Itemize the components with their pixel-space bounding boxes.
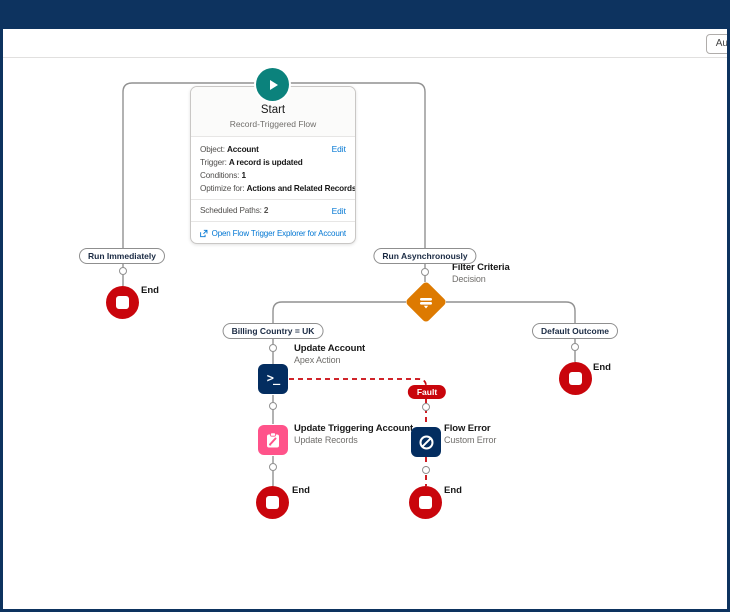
object-value: Account <box>227 145 259 154</box>
add-element-dot[interactable] <box>269 344 277 352</box>
path-label-run-asynchronously: Run Asynchronously <box>373 248 477 264</box>
start-node-button[interactable] <box>256 68 289 101</box>
apex-name: Update Account <box>294 343 366 354</box>
decision-node-filter-criteria[interactable] <box>404 280 448 324</box>
connector-decision-right <box>446 301 576 323</box>
edit-trigger-link[interactable]: Edit <box>331 144 346 154</box>
scheduled-paths-value: 2 <box>263 206 269 215</box>
app-header-bar <box>0 0 730 29</box>
ban-icon <box>419 435 433 449</box>
update-records-name: Update Triggering Account <box>294 423 414 434</box>
trigger-row: Trigger: A record is updated <box>200 156 346 169</box>
flow-toolbar: Au <box>0 29 730 58</box>
end-node-label: End <box>593 362 611 373</box>
conditions-value: 1 <box>241 171 246 180</box>
end-node-label: End <box>141 285 159 296</box>
record-update-icon <box>267 431 279 447</box>
path-label-default-outcome: Default Outcome <box>531 323 619 339</box>
conditions-label: Conditions: <box>200 171 240 180</box>
add-element-dot[interactable] <box>269 463 277 471</box>
optimize-row: Optimize for: Actions and Related Record… <box>200 182 355 195</box>
end-icon <box>419 496 432 509</box>
apex-type: Apex Action <box>294 355 341 365</box>
add-element-dot[interactable] <box>571 343 579 351</box>
end-node[interactable] <box>409 486 442 519</box>
edit-scheduled-paths-link[interactable]: Edit <box>331 206 346 216</box>
custom-error-name: Flow Error <box>444 423 491 434</box>
start-subtitle: Record-Triggered Flow <box>229 119 317 129</box>
play-icon <box>269 79 278 90</box>
optimize-label: Optimize for: <box>200 184 245 193</box>
element-label-custom-error: Flow Error Custom Error <box>444 423 496 445</box>
optimize-value: Actions and Related Records <box>246 184 356 193</box>
add-element-dot[interactable] <box>269 402 277 410</box>
decision-type: Decision <box>452 274 486 284</box>
conditions-row: Conditions: 1 <box>200 169 346 182</box>
end-node[interactable] <box>559 362 592 395</box>
end-icon <box>266 496 279 509</box>
object-row: Object: Account Edit <box>200 143 346 156</box>
add-element-dot[interactable] <box>421 268 429 276</box>
start-node-card[interactable]: Start Record-Triggered Flow Object: Acco… <box>190 86 356 244</box>
custom-error-type: Custom Error <box>444 435 497 445</box>
path-label-run-immediately: Run Immediately <box>78 248 166 264</box>
connector-decision-left <box>272 301 406 323</box>
trigger-label: Trigger: <box>200 158 227 167</box>
decision-icon <box>418 294 434 310</box>
path-label-fault: Fault <box>407 385 447 399</box>
end-icon <box>569 372 582 385</box>
end-node-label: End <box>444 485 462 496</box>
start-title: Start <box>260 104 286 116</box>
scheduled-paths-label: Scheduled Paths: <box>200 206 262 215</box>
object-label: Object: <box>200 145 225 154</box>
end-icon <box>116 296 129 309</box>
end-node[interactable] <box>106 286 139 319</box>
end-node[interactable] <box>256 486 289 519</box>
element-label-apex: Update Account Apex Action <box>294 343 365 365</box>
custom-error-node[interactable] <box>411 427 441 457</box>
start-trigger-details: Object: Account Edit Trigger: A record i… <box>191 137 355 199</box>
flow-trigger-explorer-link[interactable]: Open Flow Trigger Explorer for Account <box>191 221 355 243</box>
add-element-dot[interactable] <box>119 267 127 275</box>
auto-layout-button[interactable]: Au <box>705 34 730 54</box>
path-label-billing-country: Billing Country = UK <box>222 323 324 339</box>
element-label-update-records: Update Triggering Account Update Records <box>294 423 413 445</box>
apex-action-node[interactable]: >_ <box>258 364 288 394</box>
external-link-icon <box>200 229 208 238</box>
scheduled-paths-row: Scheduled Paths: 2 Edit <box>191 199 355 221</box>
fault-connector-horizontal <box>289 378 427 387</box>
add-element-dot[interactable] <box>422 403 430 411</box>
flow-trigger-explorer-label: Open Flow Trigger Explorer for Account <box>211 229 347 238</box>
terminal-icon: >_ <box>266 371 280 385</box>
trigger-value: A record is updated <box>228 158 303 167</box>
end-node-label: End <box>292 485 310 496</box>
element-label-decision: Filter Criteria Decision <box>452 262 510 284</box>
update-records-type: Update Records <box>294 435 358 445</box>
decision-name: Filter Criteria <box>452 262 510 273</box>
update-records-node[interactable] <box>258 425 288 455</box>
add-element-dot[interactable] <box>422 466 430 474</box>
